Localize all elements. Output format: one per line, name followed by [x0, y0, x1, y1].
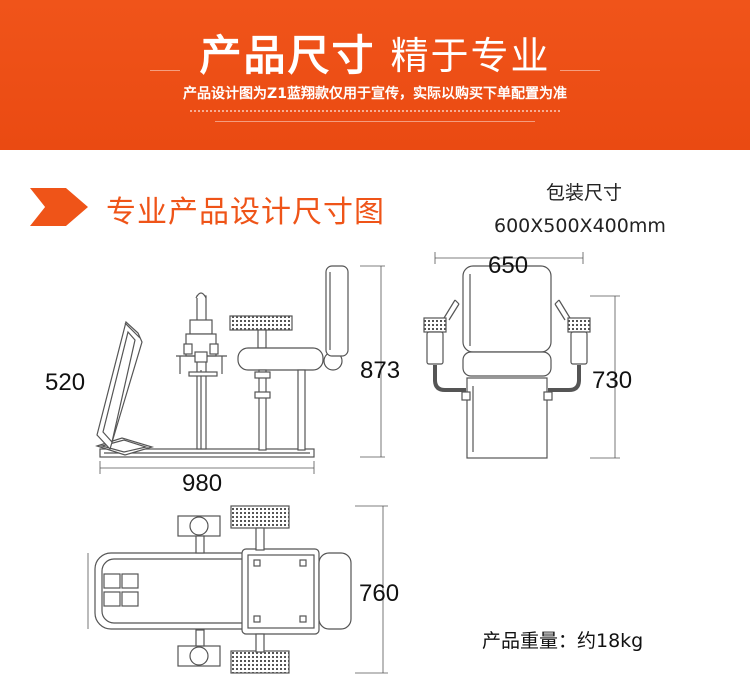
front-view-drawing — [423, 252, 620, 459]
dim-side-height-right: 873 — [360, 357, 401, 384]
packaging-label: 包装尺寸 — [546, 182, 623, 204]
section-title: 专业产品设计尺寸图 — [106, 195, 385, 230]
banner-subtitle: 产品设计图为Z1蓝翔款仅用于宣传，实际以购买下单配置为准 — [183, 86, 567, 102]
dim-front-width: 650 — [488, 252, 529, 279]
dim-side-length: 980 — [182, 470, 223, 497]
banner-title: 产品尺寸 精于专业 — [0, 22, 750, 83]
banner-title-bold: 产品尺寸 — [199, 31, 376, 80]
product-weight: 产品重量：约18kg — [482, 630, 644, 652]
dim-front-height: 730 — [592, 367, 633, 394]
dim-top-width: 760 — [359, 580, 400, 607]
banner-title-light: 精于专业 — [390, 34, 551, 78]
dim-side-height-left: 520 — [45, 369, 86, 396]
packaging-size: 600X500X400mm — [494, 215, 666, 237]
top-view-drawing — [87, 505, 388, 674]
header-banner: 产品尺寸 精于专业 产品设计图为Z1蓝翔款仅用于宣传，实际以购买下单配置为准 — [0, 0, 750, 150]
side-view-drawing — [95, 265, 385, 474]
